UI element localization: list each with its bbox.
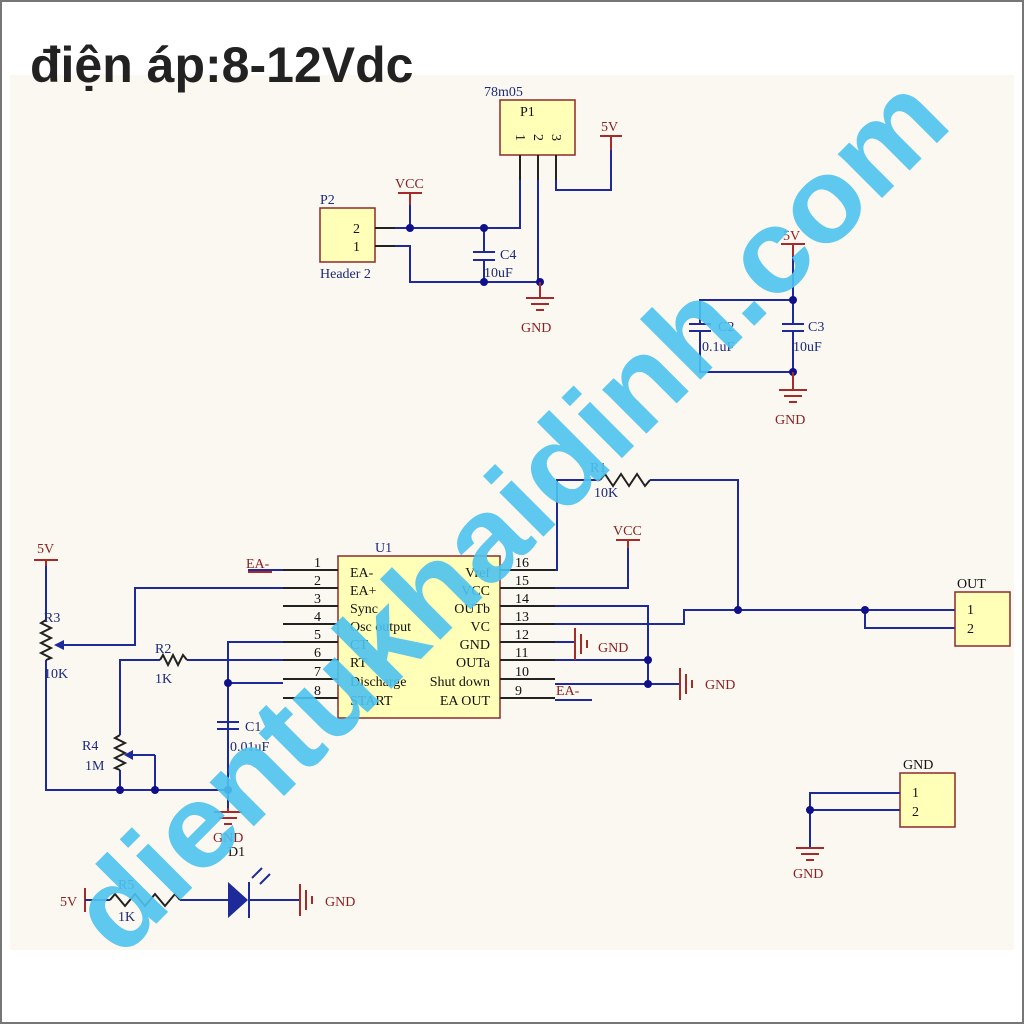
u1-pin-number: 6 bbox=[314, 646, 321, 661]
u1-pin-name: Shut down bbox=[430, 675, 490, 690]
u1-pin-name: Discharge bbox=[350, 675, 407, 690]
svg-text:C2: C2 bbox=[718, 320, 734, 335]
svg-text:0.01uF: 0.01uF bbox=[230, 740, 270, 755]
u1-pin-name: VC bbox=[471, 620, 490, 635]
svg-text:R5: R5 bbox=[118, 878, 134, 893]
u1-pin-number: 14 bbox=[515, 592, 529, 607]
svg-text:0.1uF: 0.1uF bbox=[702, 340, 735, 355]
svg-text:EA-: EA- bbox=[556, 684, 580, 699]
u1-pin-number: 1 bbox=[314, 556, 321, 571]
page-title: điện áp:8-12Vdc bbox=[30, 37, 413, 93]
u1-right-wiring: R1 10K VCC GND GND EA- OUT 1 2 bbox=[555, 461, 1011, 701]
svg-text:U1: U1 bbox=[375, 541, 392, 556]
svg-text:1: 1 bbox=[912, 786, 919, 801]
u1-pin-number: 8 bbox=[314, 684, 321, 699]
p1-pin1: 1 bbox=[512, 134, 527, 141]
gnd-connector: GND 1 2 GND bbox=[793, 758, 956, 882]
svg-text:Header 2: Header 2 bbox=[320, 267, 371, 282]
u1-pin-number: 12 bbox=[515, 628, 529, 643]
svg-text:10K: 10K bbox=[594, 486, 618, 501]
u1-pin-number: 7 bbox=[314, 665, 321, 680]
u1-pin-number: 15 bbox=[515, 574, 529, 589]
svg-text:GND: GND bbox=[775, 413, 805, 428]
p1-pin3: 3 bbox=[548, 134, 563, 141]
svg-text:R1: R1 bbox=[590, 461, 606, 476]
svg-text:10uF: 10uF bbox=[793, 340, 822, 355]
svg-text:GND: GND bbox=[793, 867, 823, 882]
svg-text:EA-: EA- bbox=[246, 557, 270, 572]
svg-text:C1: C1 bbox=[245, 720, 261, 735]
svg-text:D1: D1 bbox=[228, 845, 245, 860]
u1-pin-name: CT bbox=[350, 638, 368, 653]
u1-pin-name: OUTa bbox=[456, 656, 491, 671]
u1-pin-number: 10 bbox=[515, 665, 529, 680]
svg-text:GND: GND bbox=[213, 831, 243, 846]
svg-text:R4: R4 bbox=[82, 739, 98, 754]
svg-text:GND: GND bbox=[521, 321, 551, 336]
svg-text:GND: GND bbox=[598, 641, 628, 656]
u1-pin-number: 13 bbox=[515, 610, 529, 625]
svg-text:C4: C4 bbox=[500, 248, 516, 263]
p2-header: P2 2 1 Header 2 VCC C4 10uF GND bbox=[319, 177, 554, 336]
svg-text:1: 1 bbox=[967, 603, 974, 618]
led-indicator: 5V R5 1K D1 GND bbox=[60, 845, 355, 925]
svg-text:5V: 5V bbox=[60, 895, 77, 910]
u1-pin-number: 3 bbox=[314, 592, 321, 607]
svg-text:2: 2 bbox=[353, 222, 360, 237]
svg-text:VCC: VCC bbox=[613, 524, 642, 539]
u1-pin-name: Osc output bbox=[350, 620, 411, 635]
u1-pin-name: GND bbox=[460, 638, 490, 653]
svg-text:10uF: 10uF bbox=[484, 266, 513, 281]
u1-pin-name: Sync bbox=[350, 602, 378, 617]
u1-pin-number: 5 bbox=[314, 628, 321, 643]
u1-pin-name: START bbox=[350, 694, 393, 709]
svg-text:1M: 1M bbox=[85, 759, 105, 774]
svg-text:1K: 1K bbox=[118, 910, 135, 925]
svg-text:1: 1 bbox=[353, 240, 360, 255]
p1-pin2: 2 bbox=[530, 134, 545, 141]
svg-text:R3: R3 bbox=[44, 611, 60, 626]
p1-value: 78m05 bbox=[484, 85, 523, 100]
svg-text:10K: 10K bbox=[44, 667, 68, 682]
u1-pin-number: 9 bbox=[515, 684, 522, 699]
svg-text:P2: P2 bbox=[320, 193, 335, 208]
u1-pin-name: EA OUT bbox=[440, 694, 491, 709]
u1-pin-number: 16 bbox=[515, 556, 529, 571]
u1-pin-name: RT bbox=[350, 656, 367, 671]
svg-text:2: 2 bbox=[967, 622, 974, 637]
svg-text:2: 2 bbox=[912, 805, 919, 820]
svg-text:GND: GND bbox=[325, 895, 355, 910]
u1-pin-name: VCC bbox=[461, 584, 490, 599]
u1-pin-name: EA- bbox=[350, 566, 374, 581]
p1-regulator: 78m05 P1 1 2 3 5V bbox=[410, 85, 622, 282]
u1-pin-name: EA+ bbox=[350, 584, 377, 599]
p1-designator: P1 bbox=[520, 105, 535, 120]
u1-pin-name: Vref bbox=[465, 566, 490, 581]
svg-text:C3: C3 bbox=[808, 320, 824, 335]
sheet bbox=[10, 75, 1014, 950]
svg-text:GND: GND bbox=[903, 758, 933, 773]
svg-text:R2: R2 bbox=[155, 642, 171, 657]
u1-pin-number: 11 bbox=[515, 646, 528, 661]
u1-left-wiring: EA- R2 1K 5V R3 10K R4 1M C1 0.01uF GND bbox=[34, 542, 283, 846]
u1-pin-name: OUTb bbox=[454, 602, 490, 617]
svg-text:1K: 1K bbox=[155, 672, 172, 687]
u1-pin-number: 2 bbox=[314, 574, 321, 589]
svg-text:5V: 5V bbox=[783, 229, 800, 244]
net-label-5v: 5V bbox=[601, 120, 618, 135]
svg-text:5V: 5V bbox=[37, 542, 54, 557]
svg-text:VCC: VCC bbox=[395, 177, 424, 192]
svg-text:GND: GND bbox=[705, 678, 735, 693]
svg-text:OUT: OUT bbox=[957, 577, 986, 592]
decoupling-caps: 5V C2 0.1uF C3 10uF GND bbox=[689, 229, 824, 428]
u1-pin-number: 4 bbox=[314, 610, 321, 625]
